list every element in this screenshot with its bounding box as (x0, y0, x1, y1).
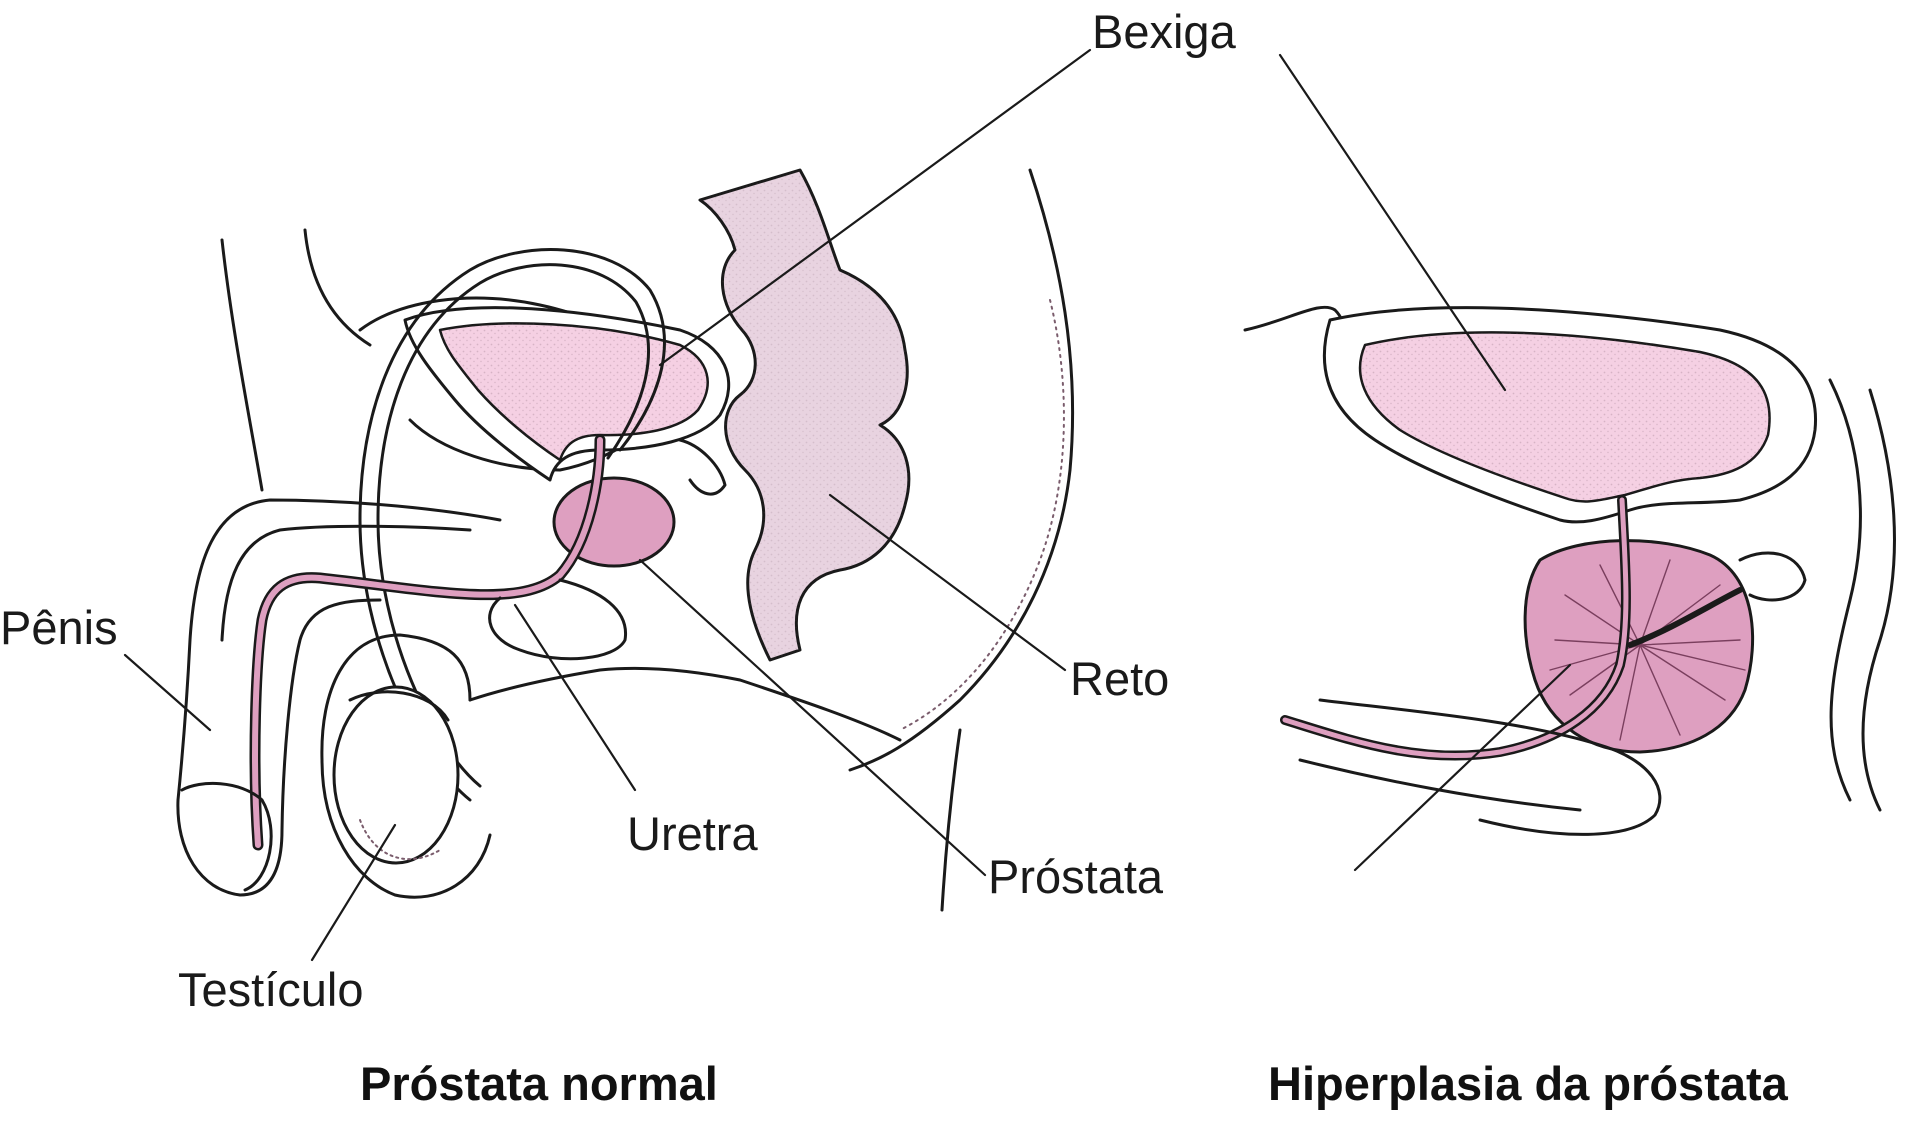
urethra-branch (1627, 587, 1743, 648)
leader-enlarged-prostate (1353, 663, 1572, 872)
vas-deferens (358, 248, 666, 802)
epididymis (348, 690, 450, 722)
penis-shaft-inner (220, 524, 472, 642)
seminal-vesicle (678, 438, 727, 496)
buttock-inner (899, 299, 1065, 731)
buttock-outline (848, 168, 1075, 772)
leader-testiculo (310, 823, 397, 962)
leader-bexiga-normal (658, 48, 1092, 367)
corpus-spongiosum (488, 578, 628, 661)
caption-normal: Próstata normal (360, 1057, 718, 1110)
label-bexiga: Bexiga (1092, 5, 1236, 58)
label-penis: Pênis (0, 601, 118, 654)
label-testiculo: Testículo (178, 963, 364, 1016)
abdominal-wall-outer (220, 238, 264, 492)
normal-prostate-figure (123, 48, 1092, 962)
enlarged-bladder-stipple (1360, 332, 1770, 502)
hyperplasia-seminal-vesicle (1738, 551, 1807, 602)
leader-uretra (513, 603, 637, 792)
thigh-line (940, 728, 962, 912)
leader-prostata (638, 558, 987, 877)
testicle (332, 685, 460, 865)
leader-penis (123, 653, 212, 732)
perineum-line (468, 666, 902, 742)
label-reto: Reto (1070, 652, 1170, 705)
hyperplasia-figure (1243, 53, 1896, 872)
penis-outline (176, 498, 502, 897)
urethra-compressed-lumen (1282, 497, 1629, 759)
glans (180, 781, 273, 892)
urethra-normal-lumen (252, 437, 603, 848)
hyperplasia-rectal-wall-inner (1861, 388, 1896, 812)
label-prostata: Próstata (988, 850, 1164, 903)
hyperplasia-lower-line (1298, 758, 1582, 812)
bladder-stipple (440, 323, 708, 460)
vas-deferens-inner (376, 263, 650, 788)
label-uretra: Uretra (627, 807, 758, 860)
caption-hyperplasia: Hiperplasia da próstata (1268, 1057, 1788, 1110)
hyperplasia-corpus (1318, 698, 1662, 836)
leader-bexiga-hyperplasia (1278, 53, 1507, 392)
hyperplasia-rectal-wall (1828, 378, 1862, 802)
leader-reto (828, 493, 1067, 672)
abdominal-wall-inner (303, 228, 372, 347)
testicle-stipple (359, 819, 441, 861)
scrotum (320, 633, 492, 899)
rectum-stipple (700, 170, 909, 660)
